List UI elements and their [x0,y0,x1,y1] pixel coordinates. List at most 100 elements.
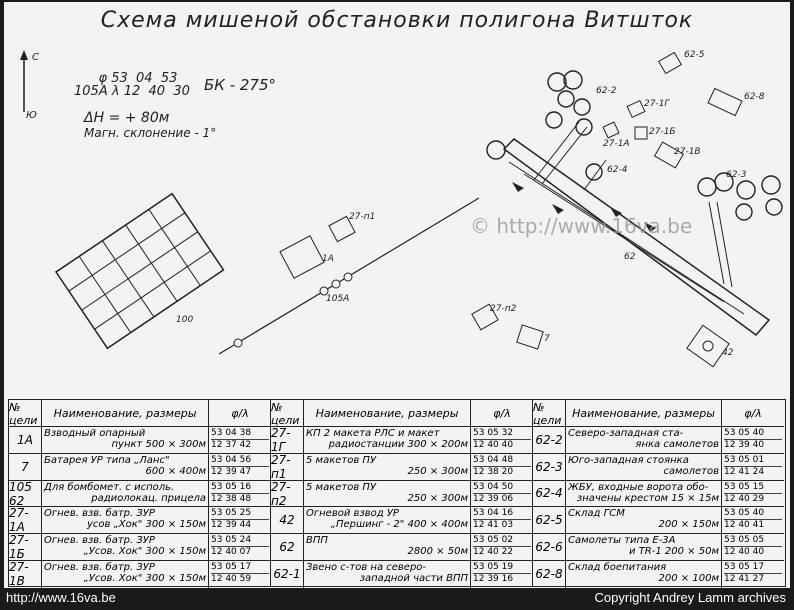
label-42: 42 [722,348,734,358]
aircraft-icon [552,204,564,214]
target-code: 62-4 [533,480,566,507]
target-name-line1: Юго-западная стоянка [568,454,689,466]
target-latitude: 53 05 15 [724,482,782,494]
label-62-3: 62-3 [726,170,747,180]
target-name-line2: самолетов [663,465,719,477]
target-1a [279,235,325,279]
label-105a: 105А [326,294,350,304]
header-code: № цели [533,400,566,427]
aircraft-icon [512,182,524,192]
taxiway [716,201,733,288]
target-longitude: 12 39 40 [724,440,765,450]
target-name-line2: „Першинг - 2" 400 × 400м [330,519,468,531]
altitude-delta: ΔН = + 80м [84,110,170,126]
marker-circle [233,338,243,348]
target-latitude: 53 05 24 [211,535,269,548]
target-latitude: 53 04 56 [211,455,269,467]
target-name-line1: Огнев. взв. батр. ЗУР [44,562,155,573]
target-code: 7 [9,453,42,480]
south-label: Ю [26,110,37,121]
target-27-1v [653,141,685,169]
target-name: Звено с-тов на северо-западной части ВПП [304,561,471,588]
target-latitude: 53 04 16 [473,508,531,521]
target-code: 62-2 [533,427,566,453]
target-name-line2: янка самолетов [635,439,719,450]
target-latitude: 53 05 25 [211,508,269,521]
target-code: 62-3 [533,453,566,480]
target-longitude: 12 41 27 [724,574,765,584]
target-code: 27-1Г [271,427,304,453]
target-code: 105 62 [9,480,42,507]
target-name-line2: значены крестом 15 × 15м [576,492,719,504]
stand-62-3 [697,172,783,221]
target-name-line1: 5 макетов ПУ [306,481,377,493]
target-100-grid [54,192,225,350]
target-longitude: 12 40 22 [473,547,514,558]
runway-62 [502,138,771,337]
target-longitude: 12 41 03 [473,520,514,531]
taxiway [508,161,745,315]
marker-circle [331,279,341,289]
target-name: Огнев. взв. батр. ЗУР„Усов. Хок" 300 × 1… [42,534,209,560]
taxiway [541,126,588,185]
north-arrow: С Ю [16,50,46,124]
target-name-line2: 250 × 300м [407,492,468,504]
target-name-line2: западной части ВПП [359,573,468,584]
target-27-1g [626,99,646,119]
target-name-line1: Огнев. взв. батр. ЗУР [44,535,155,547]
target-name-line2: радиолокац. прицела [91,492,206,504]
target-code: 42 [271,507,304,534]
target-7 [516,324,544,350]
watermark: © http://www.16va.be [470,214,693,238]
target-name: Северо-западная ста-янка самолетов [566,427,722,453]
label-100: 100 [176,315,194,325]
target-name-line2: „Усов. Хок" 300 × 150м [83,546,206,558]
target-code: 62-5 [533,507,566,534]
target-longitude: 12 39 44 [211,520,252,531]
target-name-line2: 2800 × 50м [407,546,468,558]
taxiway [583,159,607,191]
target-name-line1: Батарея УР типа „Ланс" [44,454,170,466]
label-62-2: 62-2 [596,86,617,96]
target-latitude: 53 04 38 [211,428,269,440]
label-27-1v: 27-1В [674,147,701,157]
label-62-5: 62-5 [684,50,705,60]
target-longitude: 12 37 42 [211,440,252,450]
reference-coordinates: φ 53 04 53 105А λ 12 40 30 [74,72,190,98]
target-code: 62 [271,534,304,560]
target-longitude: 12 39 06 [473,493,514,504]
footer-url[interactable]: http://www.16va.be [6,590,116,605]
aircraft-icon [644,222,656,232]
target-42 [686,324,730,368]
target-latitude: 53 05 40 [724,428,782,440]
target-latitude: 53 05 05 [724,535,782,548]
target-longitude: 12 40 29 [724,493,765,504]
target-27-p2 [471,303,499,331]
target-latitude: 53 05 17 [724,562,782,574]
target-latitude: 53 04 50 [473,482,531,494]
target-code: 27-1А [9,507,42,534]
